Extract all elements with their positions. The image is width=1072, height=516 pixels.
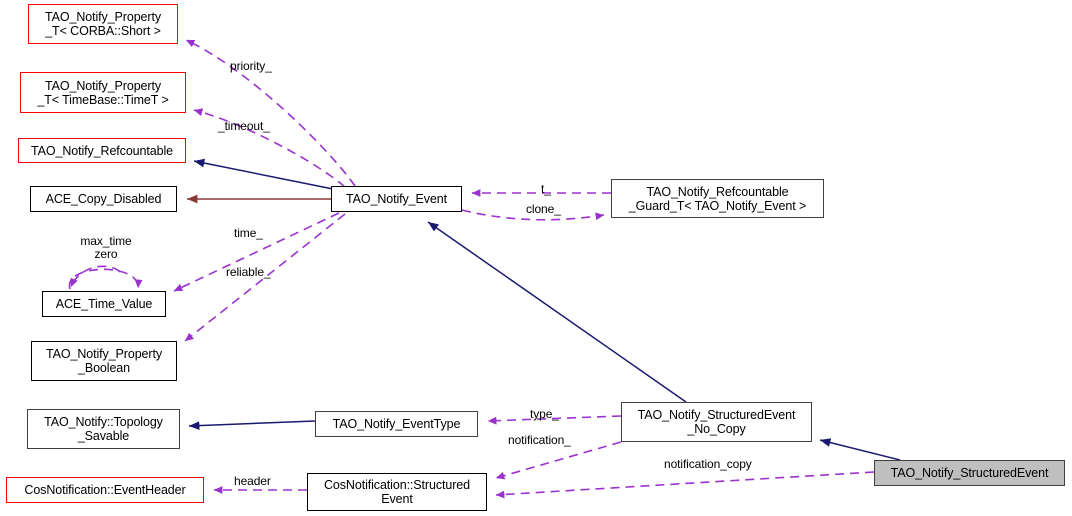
edge-inherit-topology — [188, 420, 316, 430]
node-ace-copy-disabled[interactable]: ACE_Copy_Disabled — [30, 186, 177, 212]
edge-inherit-notify-event — [427, 221, 687, 403]
edge-clone — [461, 209, 605, 221]
node-tao-notify-property-t-corba-short[interactable]: TAO_Notify_Property _T< CORBA::Short > — [28, 4, 178, 44]
edge-notification-copy — [495, 471, 875, 499]
edge-label-timeout: _timeout_ — [218, 119, 270, 133]
edge-label-priority: priority_ — [230, 59, 272, 73]
node-cosnotification-structuredevent[interactable]: CosNotification::Structured Event — [307, 473, 487, 511]
node-tao-notify-structuredevent[interactable]: TAO_Notify_StructuredEvent — [874, 460, 1065, 486]
node-tao-notify-event[interactable]: TAO_Notify_Event — [331, 186, 462, 212]
node-tao-notify-structuredevent-no-copy[interactable]: TAO_Notify_StructuredEvent _No_Copy — [621, 402, 812, 442]
node-tao-notify-eventtype[interactable]: TAO_Notify_EventType — [315, 411, 478, 437]
edge-notification — [495, 441, 622, 480]
edge-max-time-self — [68, 268, 143, 290]
edge-label-t: t_ — [541, 182, 551, 196]
edge-priority — [185, 39, 356, 187]
edge-inherit-refcountable — [193, 158, 334, 190]
node-tao-notify-refcountable[interactable]: TAO_Notify_Refcountable — [18, 138, 186, 163]
edge-label-notification: notification_ — [508, 433, 571, 447]
edge-label-reliable: reliable_ — [226, 265, 271, 279]
edge-label-clone: clone_ — [526, 202, 561, 216]
edge-label-header: header — [234, 474, 271, 488]
edge-timeout — [193, 108, 346, 188]
edge-inherit-no-copy — [819, 438, 901, 461]
node-tao-notify-property-t-timebase-timet[interactable]: TAO_Notify_Property _T< TimeBase::TimeT … — [20, 72, 186, 113]
edge-type — [487, 415, 622, 425]
edge-label-time: time_ — [234, 226, 263, 240]
edge-label-max-time-zero: max_time zero — [80, 234, 132, 262]
edge-zero-self — [70, 265, 121, 288]
node-tao-notify-property-boolean[interactable]: TAO_Notify_Property _Boolean — [31, 341, 177, 381]
edge-label-notification-copy: notification_copy — [664, 457, 752, 471]
node-tao-notify-topology-savable[interactable]: TAO_Notify::Topology _Savable — [27, 409, 180, 449]
edge-label-type: type_ — [530, 407, 559, 421]
node-tao-notify-refcountable-guard-t[interactable]: TAO_Notify_Refcountable _Guard_T< TAO_No… — [611, 179, 824, 218]
edge-time — [173, 212, 340, 292]
edge-reliable — [184, 213, 346, 342]
node-cosnotification-eventheader[interactable]: CosNotification::EventHeader — [6, 477, 204, 503]
node-ace-time-value[interactable]: ACE_Time_Value — [42, 291, 166, 317]
